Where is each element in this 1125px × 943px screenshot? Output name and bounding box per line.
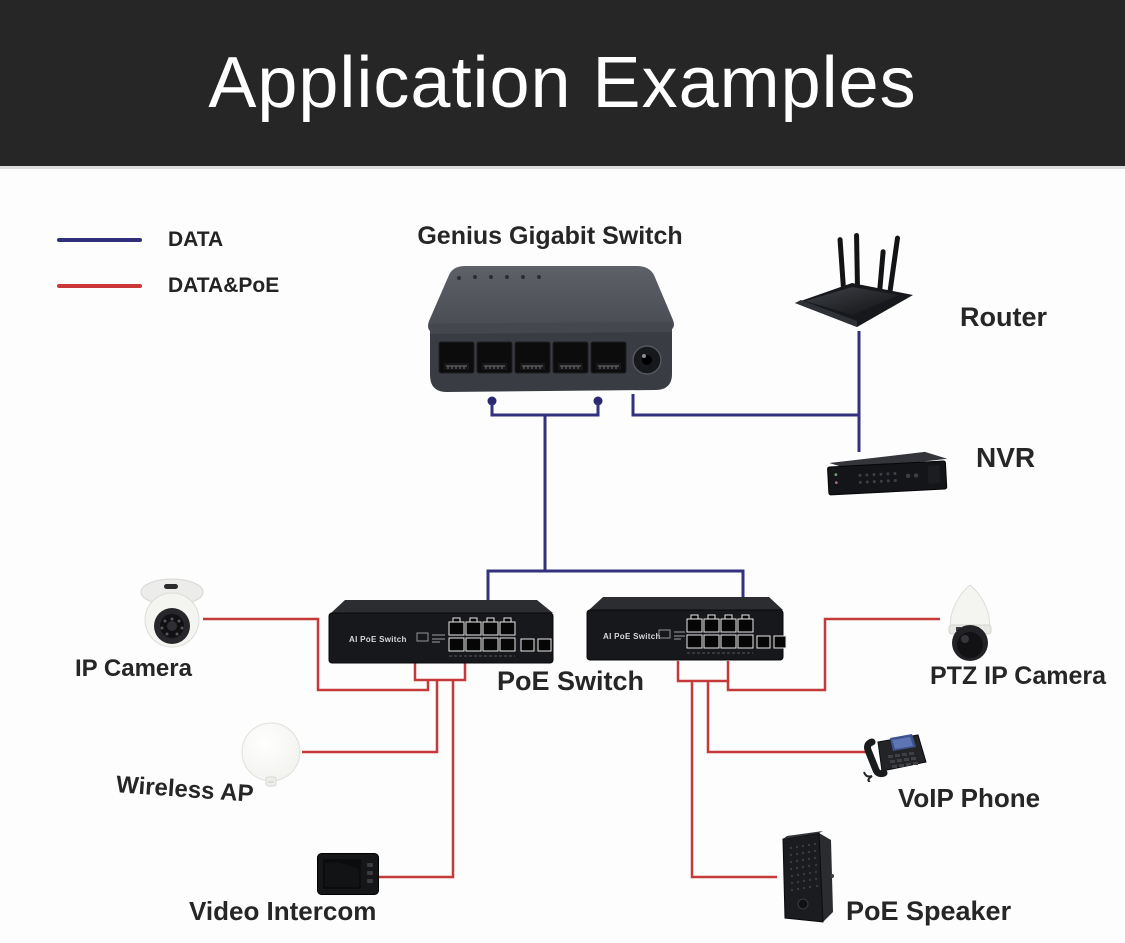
ptz-camera-image (948, 584, 992, 661)
poe-switch-left-device: AI PoE Switch (325, 600, 557, 671)
router-label: Router (960, 302, 1047, 332)
wire-poe-speaker (690, 681, 777, 879)
poe-speaker-label: PoE Speaker (846, 896, 1012, 926)
poe-switch-right-image: AI PoE Switch (586, 597, 787, 661)
wire-voip-phone (706, 681, 866, 754)
gigabit-switch-device (425, 262, 677, 401)
nvr-device (820, 450, 952, 505)
ip-camera-image (140, 578, 204, 648)
wireless-ap-image (241, 722, 301, 787)
poe-ports (686, 614, 787, 649)
legend-poe-label: DATA&PoE (168, 274, 280, 297)
poe-speaker-device (775, 830, 839, 932)
wireless-ap-device (240, 722, 302, 793)
poe-switch-label: PoE Switch (497, 666, 645, 696)
ip-camera-device (138, 576, 206, 663)
poe-switch-panel-text: AI PoE Switch (603, 632, 661, 641)
voip-phone-image (863, 734, 927, 783)
wireless-ap-label: Wireless AP (115, 771, 255, 808)
panel-print (658, 629, 685, 640)
router-image (795, 232, 913, 327)
wire-wireless-ap (302, 679, 439, 754)
wire-video-intercom (378, 679, 455, 879)
title-banner: Application Examples (0, 0, 1125, 169)
legend-data-label: DATA (168, 228, 224, 251)
ip-camera-label: IP Camera (75, 655, 192, 682)
voip-phone-device (858, 728, 930, 787)
router-antennas (837, 232, 900, 296)
router-device (795, 232, 915, 340)
gigabit-switch-image (428, 266, 674, 392)
poe-line-swatch (57, 284, 142, 288)
video-intercom-image (317, 853, 379, 895)
gigabit-switch-label: Genius Gigabit Switch (417, 222, 683, 250)
nvr-label: NVR (976, 442, 1036, 473)
ptz-camera-label: PTZ IP Camera (930, 662, 1107, 690)
ptz-camera-device (938, 583, 1002, 668)
poe-switch-panel-text: AI PoE Switch (349, 635, 407, 644)
nvr-image (827, 451, 948, 496)
rj45-ports (438, 341, 627, 374)
wire-switch-downlinks (490, 403, 600, 417)
poe-switch-right-device: AI PoE Switch (585, 597, 787, 668)
voip-phone-label: VoIP Phone (898, 783, 1041, 813)
poe-switch-left-image: AI PoE Switch (328, 600, 554, 664)
page-title: Application Examples (208, 43, 917, 123)
panel-print (416, 632, 445, 643)
poe-speaker-image (782, 831, 834, 923)
poe-ports (448, 617, 552, 652)
video-intercom-label: Video Intercom (189, 896, 377, 926)
video-intercom-device (317, 853, 379, 900)
data-line-swatch (57, 238, 142, 242)
